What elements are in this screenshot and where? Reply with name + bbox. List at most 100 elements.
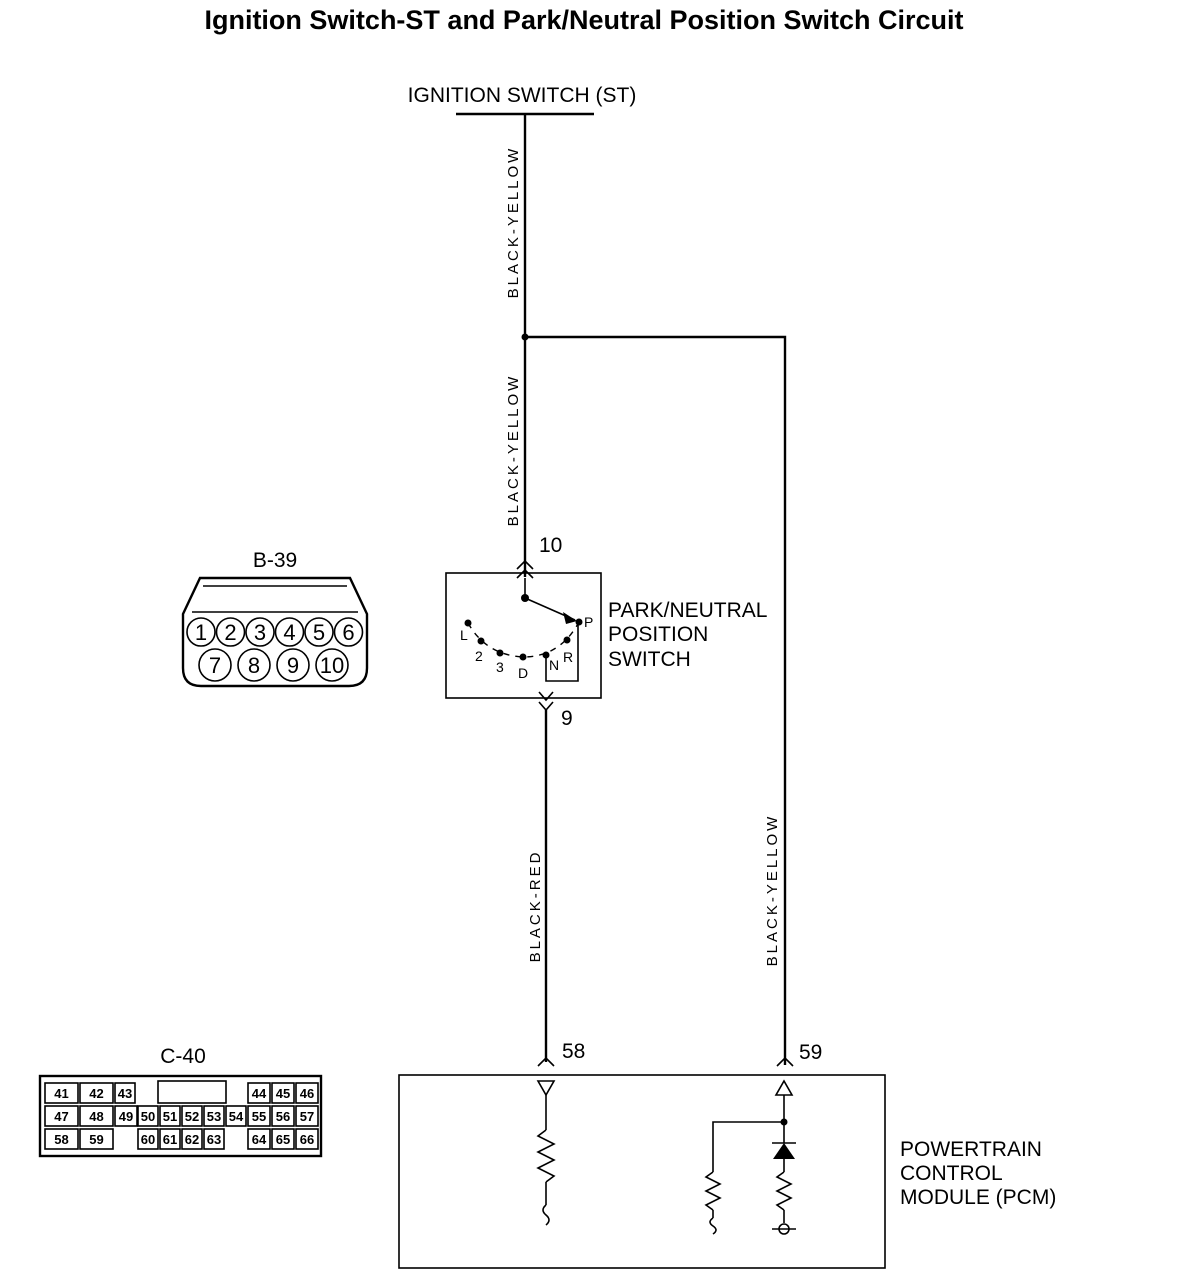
- c40-pin-cell: [271, 1105, 295, 1127]
- c40-key: [157, 1080, 227, 1104]
- c40-pin-label: 58: [54, 1132, 68, 1147]
- c40-pin-label: 48: [89, 1109, 103, 1124]
- pos-3: 3: [496, 659, 504, 675]
- c40-pin-cell: [225, 1105, 247, 1127]
- c40-pin-label: 65: [276, 1132, 290, 1147]
- c40-pin-cell: [137, 1128, 159, 1150]
- c40-pin-label: 43: [118, 1086, 132, 1101]
- b39-pin-circle: [304, 617, 334, 647]
- c40-pin-label: 47: [54, 1109, 68, 1124]
- pin-10-arrow: [516, 559, 534, 570]
- c40-pin-label: 52: [185, 1109, 199, 1124]
- c40-pin-cell: [247, 1105, 271, 1127]
- c40-pin-label: 44: [252, 1086, 267, 1101]
- c40-pin-cell: [203, 1105, 225, 1127]
- c40-pin-label: 55: [252, 1109, 266, 1124]
- contact-3: [496, 649, 504, 657]
- c40-pin-cell: [271, 1128, 295, 1150]
- c40-pin-label: 59: [89, 1132, 103, 1147]
- switch-name-line1: PARK/NEUTRAL: [608, 599, 767, 622]
- pcm-resistor-left: [536, 1129, 556, 1183]
- c40-pin-cell: [114, 1105, 138, 1127]
- c40-pin-cell: [295, 1128, 319, 1150]
- c40-pin-cell: [44, 1128, 79, 1150]
- pcm-resistor-right: [775, 1171, 793, 1211]
- switch-housing: [445, 572, 602, 699]
- pin-58-arrow: [537, 1056, 555, 1067]
- contact-d: [519, 653, 527, 661]
- b39-pin-circle: [276, 648, 310, 682]
- pcm-housing: [398, 1074, 886, 1269]
- c40-pin-cell: [114, 1082, 136, 1104]
- c40-label: C-40: [160, 1045, 206, 1068]
- pcm-ground-left: [542, 1204, 550, 1226]
- b39-pin-circle: [274, 617, 305, 647]
- contact-2: [477, 637, 485, 645]
- pin-58-label: 58: [562, 1040, 585, 1063]
- pos-p: P: [584, 614, 593, 630]
- b39-pin-label: 2: [224, 620, 236, 645]
- b39-pin-circle: [215, 617, 246, 647]
- c40-pin-cell: [159, 1105, 181, 1127]
- park-neutral-switch: 10 L 2 3 D N R P 9: [445, 534, 602, 730]
- pcm-module: [398, 1074, 886, 1269]
- b39-pin-label: 9: [287, 653, 299, 678]
- c40-pin-cell: [137, 1105, 159, 1127]
- pin-9-arrow: [538, 691, 554, 702]
- c40-pin-label: 42: [89, 1086, 103, 1101]
- wire-branch-to-pcm: [525, 335, 787, 1065]
- pin-59-input-triangle: [774, 1079, 794, 1096]
- c40-pin-label: 45: [276, 1086, 290, 1101]
- wire-label-upper: BLACK-YELLOW: [505, 146, 522, 299]
- pcm-diode: [773, 1143, 795, 1159]
- c40-pin-label: 61: [163, 1132, 177, 1147]
- c40-pin-label: 49: [119, 1109, 133, 1124]
- c40-pin-cell: [44, 1082, 79, 1104]
- b39-pin-circle: [315, 648, 349, 682]
- b39-pin-label: 7: [209, 653, 221, 678]
- wire-label-black-red: BLACK-RED: [527, 850, 544, 963]
- c40-pin-cell: [79, 1082, 114, 1104]
- c40-pin-label: 66: [300, 1132, 314, 1147]
- c40-pin-cell: [181, 1105, 203, 1127]
- b39-pin-circle: [245, 617, 275, 647]
- pin-9-label: 9: [561, 707, 573, 730]
- pin-58-input-triangle: [536, 1080, 556, 1097]
- b39-pin-circle: [333, 617, 364, 647]
- wire-label-mid: BLACK-YELLOW: [505, 374, 522, 527]
- pin-10-label: 10: [539, 534, 562, 557]
- switch-name-line2: POSITION: [608, 623, 708, 646]
- b39-pin-label: 8: [248, 653, 260, 678]
- b39-label: B-39: [253, 549, 297, 572]
- switch-name-line3: SWITCH: [608, 648, 691, 671]
- b39-pin-label: 6: [342, 620, 354, 645]
- c40-pin-label: 57: [300, 1109, 314, 1124]
- c40-pin-cell: [159, 1128, 181, 1150]
- pcm-name-line1: POWERTRAIN: [900, 1138, 1042, 1161]
- pos-n: N: [549, 657, 559, 673]
- c40-pin-label: 60: [141, 1132, 155, 1147]
- b39-pin-circle: [198, 648, 232, 682]
- c40-pin-cell: [181, 1128, 203, 1150]
- c40-pin-label: 54: [229, 1109, 244, 1124]
- c40-pin-label: 46: [300, 1086, 314, 1101]
- c40-pin-label: 63: [207, 1132, 221, 1147]
- c40-pin-label: 62: [185, 1132, 199, 1147]
- c40-pin-cell: [44, 1105, 79, 1127]
- wire-label-right: BLACK-YELLOW: [764, 814, 781, 967]
- pcm-name-line2: CONTROL: [900, 1162, 1003, 1185]
- ignition-switch-label: IGNITION SWITCH (ST): [408, 84, 637, 107]
- pcm-resistor-mid: [704, 1171, 722, 1211]
- c40-pin-cell: [79, 1128, 114, 1150]
- pos-r: R: [563, 649, 573, 665]
- c40-pin-label: 56: [276, 1109, 290, 1124]
- pcm-ground-mid: [709, 1217, 717, 1235]
- pos-d: D: [518, 665, 528, 681]
- b39-pin-label: 1: [195, 620, 207, 645]
- b39-pin-circle: [237, 648, 271, 682]
- b39-pin-label: 5: [313, 620, 325, 645]
- c40-pin-cell: [247, 1082, 271, 1104]
